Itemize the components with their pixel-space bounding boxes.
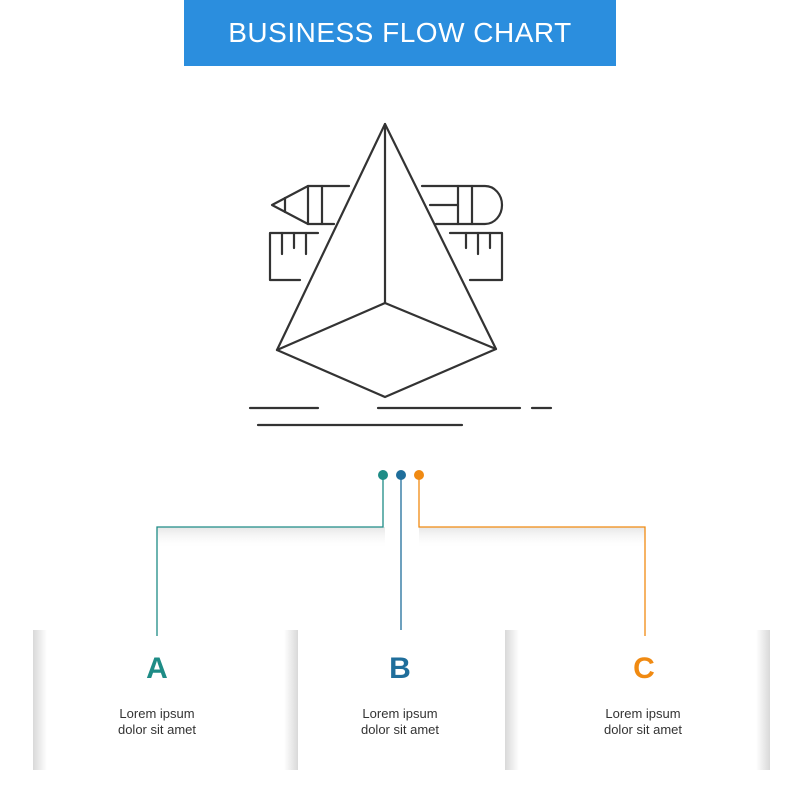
step-b-line1: Lorem ipsum (362, 706, 438, 721)
step-c-text: Lorem ipsum dolor sit amet (553, 706, 733, 738)
3d-pyramid-design-tools-icon (248, 122, 553, 427)
card-a-edge-right (284, 630, 298, 770)
card-c-edge-left (505, 630, 519, 770)
step-a-line1: Lorem ipsum (119, 706, 195, 721)
step-cards (33, 630, 770, 770)
pencil-icon (270, 184, 504, 226)
connector-shade-left (157, 527, 385, 549)
ground-lines-icon (248, 406, 553, 427)
title-banner: BUSINESS FLOW CHART (184, 0, 616, 66)
step-c-line2: dolor sit amet (603, 722, 683, 737)
connector-lines (156, 475, 646, 636)
card-c-edge-right (756, 630, 770, 770)
connector-dot-c (414, 470, 424, 480)
connector-dot-b (396, 470, 406, 480)
page-title: BUSINESS FLOW CHART (228, 17, 572, 48)
ruler-icon (268, 231, 504, 282)
step-c-line1: Lorem ipsum (605, 706, 681, 721)
step-a-letter: A (146, 652, 168, 685)
step-a-line2: dolor sit amet (117, 722, 197, 737)
step-c-letter: C (633, 652, 655, 685)
pyramid-icon (275, 122, 498, 399)
step-b-letter: B (389, 652, 411, 685)
connector-shade-right (419, 527, 645, 549)
connector-dot-a (378, 470, 388, 480)
connector-line-c (418, 475, 646, 636)
card-a-edge-left (33, 630, 47, 770)
connector-line-a (156, 475, 384, 636)
step-a-text: Lorem ipsum dolor sit amet (67, 706, 247, 738)
step-b-text: Lorem ipsum dolor sit amet (310, 706, 490, 738)
step-b-line2: dolor sit amet (360, 722, 440, 737)
